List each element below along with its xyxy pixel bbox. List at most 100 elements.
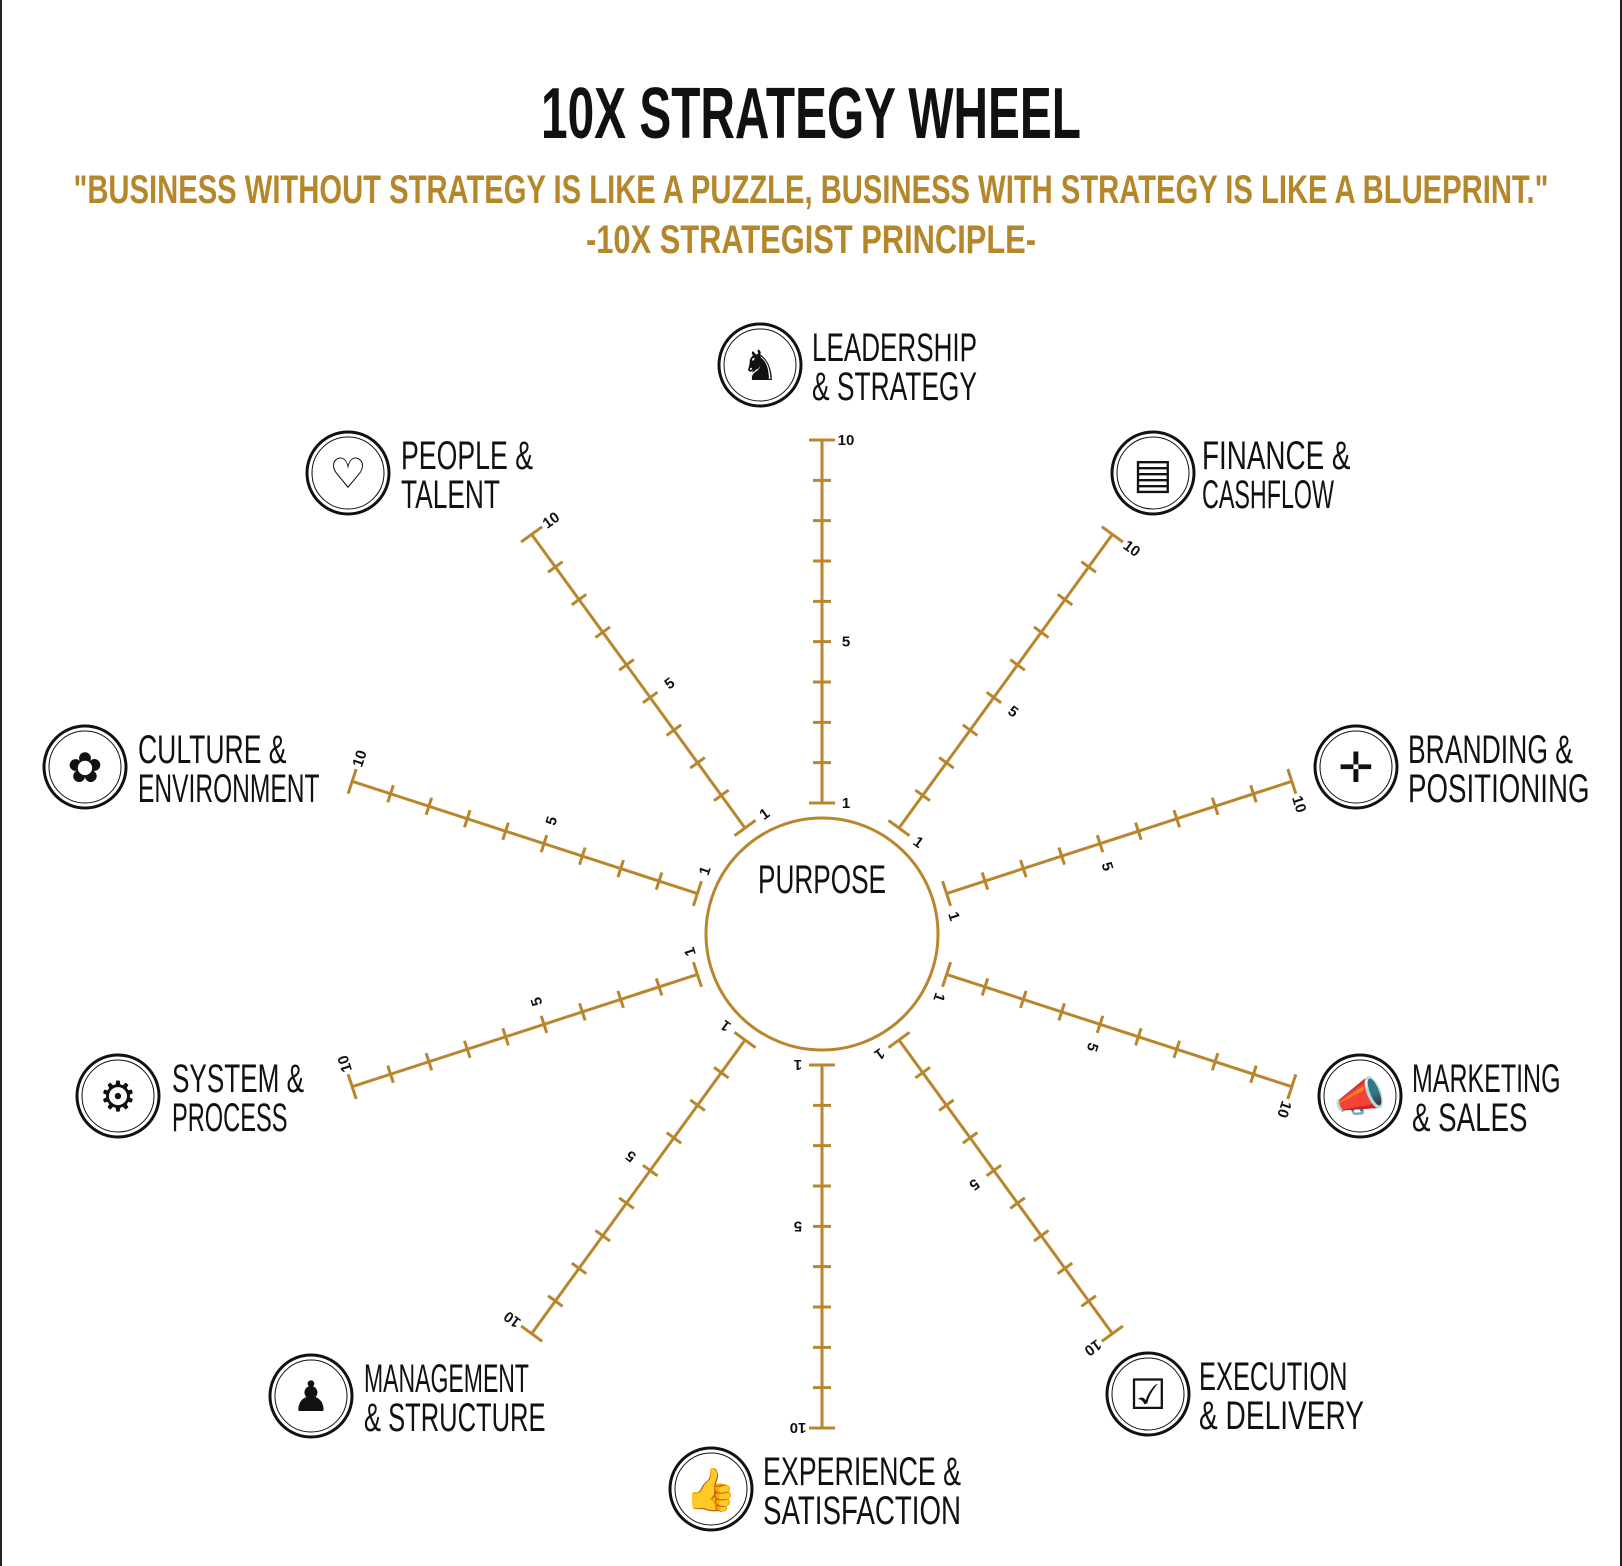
category-label-line1: EXPERIENCE & [763, 1450, 961, 1494]
tick-8 [1056, 593, 1074, 607]
tick-3 [616, 990, 625, 1009]
spoke-line [351, 973, 698, 1089]
megaphone-chart-icon: 📣 [1317, 1053, 1403, 1139]
quote-text: "BUSINESS WITHOUT STRATEGY IS LIKE A PUZ… [74, 168, 1549, 212]
tick-5 [539, 1015, 549, 1034]
category-label-line1: BRANDING & [1408, 728, 1573, 772]
gear-gauge-icon: ⚙ [75, 1053, 161, 1139]
svg-text:▤: ▤ [1133, 449, 1173, 498]
tick-4 [578, 847, 587, 866]
tick-label-1: 1 [929, 991, 948, 1004]
tick-1 [887, 1031, 911, 1049]
tick-4 [1057, 847, 1066, 866]
category-label-line1: FINANCE & [1202, 434, 1351, 478]
tick-label-1: 1 [910, 833, 927, 852]
tick-8 [424, 797, 434, 816]
tick-2 [713, 788, 730, 802]
tick-label-1: 1 [944, 910, 963, 923]
tick-label-5: 5 [1005, 703, 1022, 722]
tick-label-1: 1 [696, 864, 715, 877]
category-people: ♡PEOPLE &TALENT [305, 430, 533, 517]
org-chart-icon: ♟ [268, 1353, 354, 1439]
tick-5 [539, 834, 549, 853]
tick-7 [594, 1229, 611, 1243]
tick-10 [1100, 525, 1124, 544]
tick-label-10: 10 [335, 1053, 356, 1074]
category-label-line2: CASHFLOW [1202, 473, 1334, 517]
spoke-line [530, 1039, 747, 1335]
tick-label-1: 1 [871, 1044, 888, 1063]
tick-6 [1134, 1027, 1143, 1046]
category-label-line2: SATISFACTION [763, 1489, 961, 1533]
spoke-line [946, 973, 1293, 1089]
finance-chart-calculator-icon: ▤ [1110, 430, 1196, 516]
tick-7 [594, 625, 611, 639]
tick-6 [501, 822, 510, 841]
tick-label-5: 5 [842, 634, 850, 651]
tick-3 [938, 1098, 955, 1112]
quote-attribution: -10X STRATEGIST PRINCIPLE- [586, 218, 1036, 262]
category-label-line1: MANAGEMENT [364, 1357, 529, 1401]
tick-10 [346, 1073, 358, 1100]
category-label-line2: TALENT [401, 473, 500, 517]
tick-2 [654, 977, 664, 996]
tick-label-5: 5 [623, 1147, 640, 1166]
category-label-line2: ENVIRONMENT [138, 767, 320, 811]
tick-4 [665, 1131, 683, 1145]
tick-2 [914, 1066, 931, 1080]
tick-4 [961, 723, 979, 737]
tick-10 [1286, 768, 1298, 795]
tick-label-10: 10 [790, 1419, 807, 1436]
svg-text:✿: ✿ [67, 743, 102, 792]
tick-5 [985, 1163, 1002, 1178]
chess-knight-icon: ♞ [717, 322, 803, 408]
category-finance: ▤ FINANCE &CASHFLOW [1110, 430, 1351, 517]
tick-2 [654, 872, 664, 891]
positioning-arrows-star-icon: ✛ [1313, 724, 1399, 810]
svg-text:⚙: ⚙ [99, 1072, 137, 1121]
category-label-line2: PROCESS [172, 1096, 288, 1140]
svg-text:♞: ♞ [741, 341, 779, 390]
category-experience: 👍EXPERIENCE &SATISFACTION [668, 1446, 961, 1533]
purpose-circle [704, 816, 940, 1052]
tick-6 [618, 658, 635, 672]
category-label-line1: SYSTEM & [172, 1057, 304, 1101]
tick-label-10: 10 [1120, 537, 1143, 561]
tick-1 [941, 961, 953, 988]
tick-8 [1210, 1052, 1220, 1071]
svg-text:✛: ✛ [1338, 743, 1373, 792]
tick-label-10: 10 [1288, 794, 1309, 815]
tick-2 [980, 872, 990, 891]
category-label-line2: & DELIVERY [1199, 1394, 1364, 1438]
tick-7 [1172, 1040, 1181, 1059]
tick-label-10: 10 [501, 1307, 524, 1331]
tick-1 [691, 961, 703, 988]
category-label-line2: & STRUCTURE [364, 1396, 546, 1440]
tick-4 [961, 1131, 979, 1145]
tick-5 [1095, 1015, 1105, 1034]
tick-label-10: 10 [1273, 1099, 1294, 1120]
tick-8 [1210, 797, 1220, 816]
purpose-label: PURPOSE [758, 858, 886, 902]
tick-8 [570, 593, 588, 607]
tick-7 [463, 809, 472, 828]
category-branding: ✛BRANDING &POSITIONING [1313, 724, 1590, 811]
tick-label-10: 10 [349, 748, 370, 769]
tick-8 [424, 1052, 434, 1071]
tick-8 [570, 1261, 588, 1275]
tick-7 [1033, 625, 1050, 639]
svg-text:♟: ♟ [292, 1372, 330, 1421]
tick-1 [733, 819, 757, 837]
tick-label-10: 10 [838, 432, 855, 449]
tick-3 [689, 756, 706, 770]
tick-10 [520, 1324, 544, 1343]
